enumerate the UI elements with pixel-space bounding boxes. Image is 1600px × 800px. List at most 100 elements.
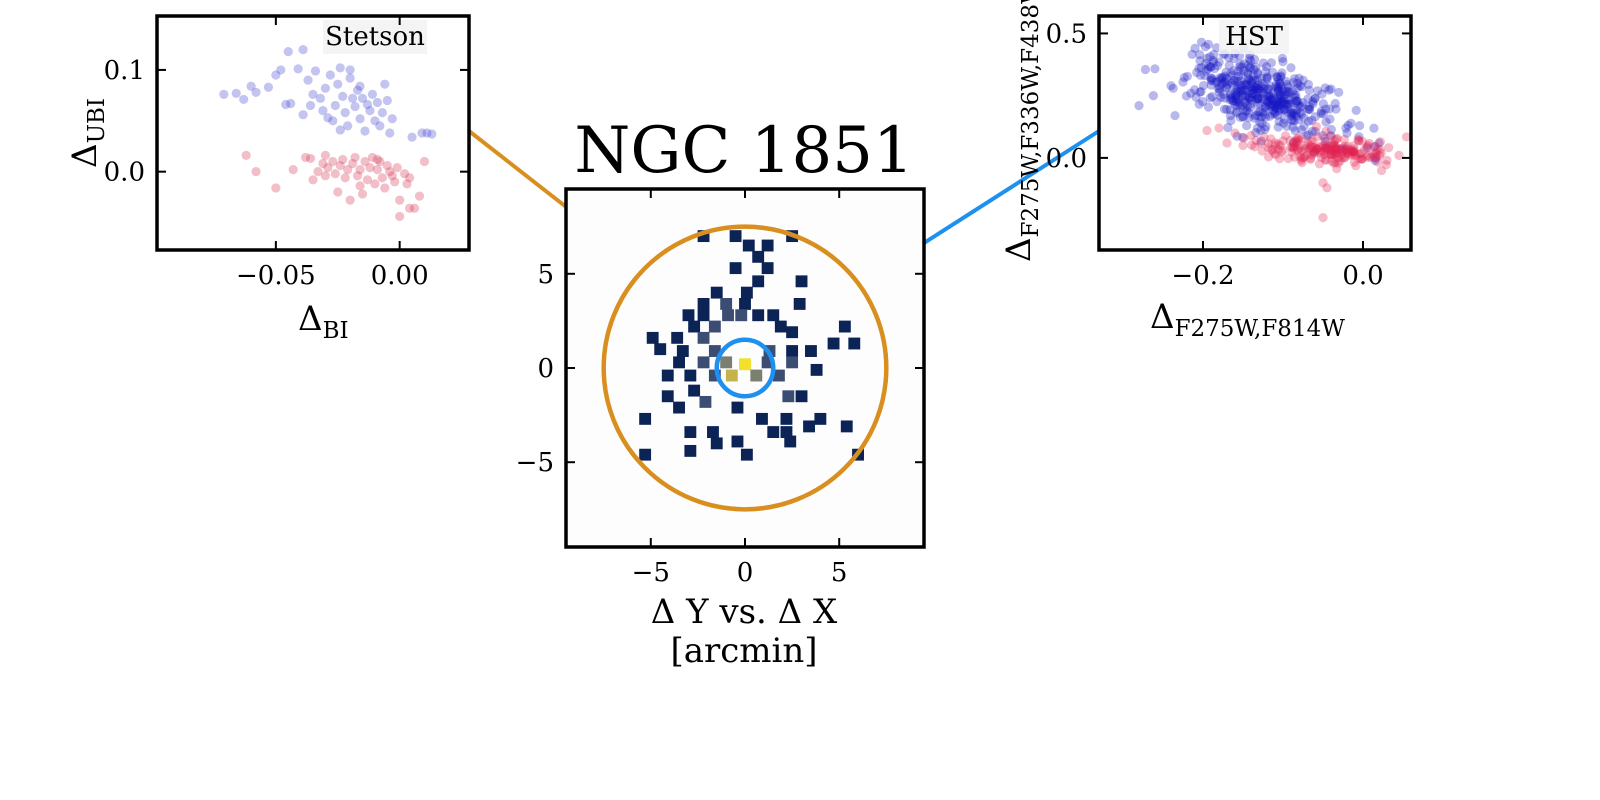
hst-point-series-1: [1218, 89, 1228, 99]
hst-point-series-2: [1328, 141, 1338, 152]
hst-point-series-1: [1244, 93, 1254, 103]
hst-point-series-2: [1356, 154, 1367, 164]
hst-point-series-1: [1213, 83, 1223, 93]
hst-point-series-1: [1231, 89, 1242, 100]
heatmap-cell: [654, 343, 667, 356]
heatmap-cell: [739, 358, 751, 371]
stetson-point-series-1: [276, 65, 286, 75]
hst-point-series-1: [1239, 97, 1249, 107]
hst-point-series-1: [1213, 77, 1223, 87]
hst-point-series-1: [1206, 62, 1216, 72]
stetson-point-series-1: [340, 108, 350, 118]
hst-point-series-1: [1225, 95, 1235, 105]
hst-point-series-2: [1292, 134, 1302, 144]
hst-point-series-1: [1271, 103, 1281, 113]
heatmap-cell: [795, 390, 808, 403]
hst-point-series-1: [1262, 96, 1272, 106]
stetson-point-series-2: [318, 158, 328, 169]
stetson-point-series-1: [286, 98, 296, 109]
hst-point-series-1: [1274, 116, 1284, 127]
hst-point-series-1: [1214, 57, 1224, 67]
hst-point-series-1: [1264, 92, 1275, 102]
hst-point-series-1: [1220, 93, 1230, 103]
hst-point-series-1: [1295, 108, 1305, 118]
hst-point-series-1: [1235, 62, 1245, 72]
heatmap-cell: [731, 401, 744, 414]
stetson-point-series-1: [385, 128, 395, 138]
hst-point-series-1: [1148, 91, 1158, 101]
hst-point-series-2: [1320, 145, 1330, 156]
hst-point-series-2: [1321, 155, 1331, 165]
hst-point-series-1: [1288, 116, 1298, 126]
hst-point-series-1: [1261, 62, 1272, 72]
hst-point-series-2: [1328, 149, 1338, 160]
stetson-point-series-2: [328, 156, 338, 167]
hst-point-series-1: [1228, 96, 1238, 106]
stetson-xtick-label: 0.00: [371, 261, 429, 291]
hst-point-series-2: [1356, 148, 1366, 158]
hst-point-series-2: [1263, 152, 1274, 162]
heatmap-cell: [722, 309, 734, 322]
stetson-point-series-1: [355, 81, 365, 91]
hst-point-series-2: [1357, 154, 1367, 165]
hst-background: [1099, 16, 1411, 250]
hst-point-series-2: [1321, 126, 1331, 136]
hst-point-series-1: [1351, 105, 1361, 115]
stetson-point-series-1: [231, 88, 241, 98]
hst-point-series-1: [1292, 78, 1303, 89]
hst-point-series-1: [1303, 130, 1313, 140]
hst-point-series-1: [1207, 76, 1217, 86]
hst-point-series-1: [1273, 84, 1284, 94]
hst-point-series-2: [1349, 147, 1359, 157]
hst-point-series-2: [1340, 143, 1350, 154]
hst-point-series-1: [1216, 92, 1226, 103]
hst-point-series-1: [1203, 64, 1213, 74]
hst-point-series-1: [1261, 95, 1271, 105]
hst-point-series-1: [1307, 126, 1318, 136]
hst-point-series-1: [1196, 37, 1207, 47]
stetson-point-series-2: [419, 156, 430, 167]
hst-point-series-1: [1237, 101, 1248, 111]
stetson-point-series-1: [310, 66, 321, 76]
hst-point-series-2: [1289, 152, 1300, 162]
heatmap-cell: [752, 309, 765, 322]
hst-point-series-1: [1205, 52, 1215, 62]
heatmap-cell: [697, 298, 710, 310]
hst-point-series-1: [1287, 86, 1298, 96]
heatmap-cell: [740, 286, 753, 299]
stetson-ylabel-sub: UBI: [84, 98, 110, 143]
heatmap-cell: [699, 395, 712, 408]
heatmap-cell: [710, 286, 723, 299]
hst-point-series-2: [1294, 135, 1304, 146]
hst-point-series-2: [1371, 141, 1381, 151]
hst-point-series-1: [1265, 91, 1275, 101]
hst-point-series-1: [1246, 76, 1256, 86]
hst-point-series-1: [1291, 111, 1302, 121]
hst-point-series-1: [1166, 81, 1176, 91]
hst-point-series-2: [1269, 148, 1279, 158]
stetson-point-series-2: [392, 162, 402, 173]
hst-point-series-2: [1306, 136, 1316, 147]
hst-point-series-1: [1233, 87, 1243, 97]
hst-point-series-1: [1370, 153, 1380, 163]
hst-point-series-1: [1297, 82, 1307, 92]
inner-region-circle: [714, 337, 776, 399]
hst-point-series-1: [1211, 77, 1221, 87]
hst-point-series-1: [1308, 96, 1318, 107]
hst-point-series-1: [1310, 147, 1320, 157]
hst-point-series-1: [1290, 92, 1300, 102]
hst-point-series-2: [1296, 153, 1307, 163]
hst-point-series-1: [1281, 89, 1291, 99]
hst-point-series-1: [1321, 104, 1331, 114]
hst-point-series-1: [1214, 84, 1225, 94]
hst-point-series-1: [1240, 97, 1250, 108]
hst-point-series-2: [1263, 138, 1274, 149]
hst-point-series-1: [1279, 104, 1290, 114]
hst-point-series-2: [1230, 128, 1240, 138]
hst-point-series-1: [1219, 104, 1229, 114]
hst-point-series-1: [1238, 89, 1248, 99]
hst-point-series-2: [1346, 145, 1356, 155]
hst-point-series-1: [1284, 95, 1294, 105]
hst-xtick-label: 0.0: [1342, 261, 1383, 291]
